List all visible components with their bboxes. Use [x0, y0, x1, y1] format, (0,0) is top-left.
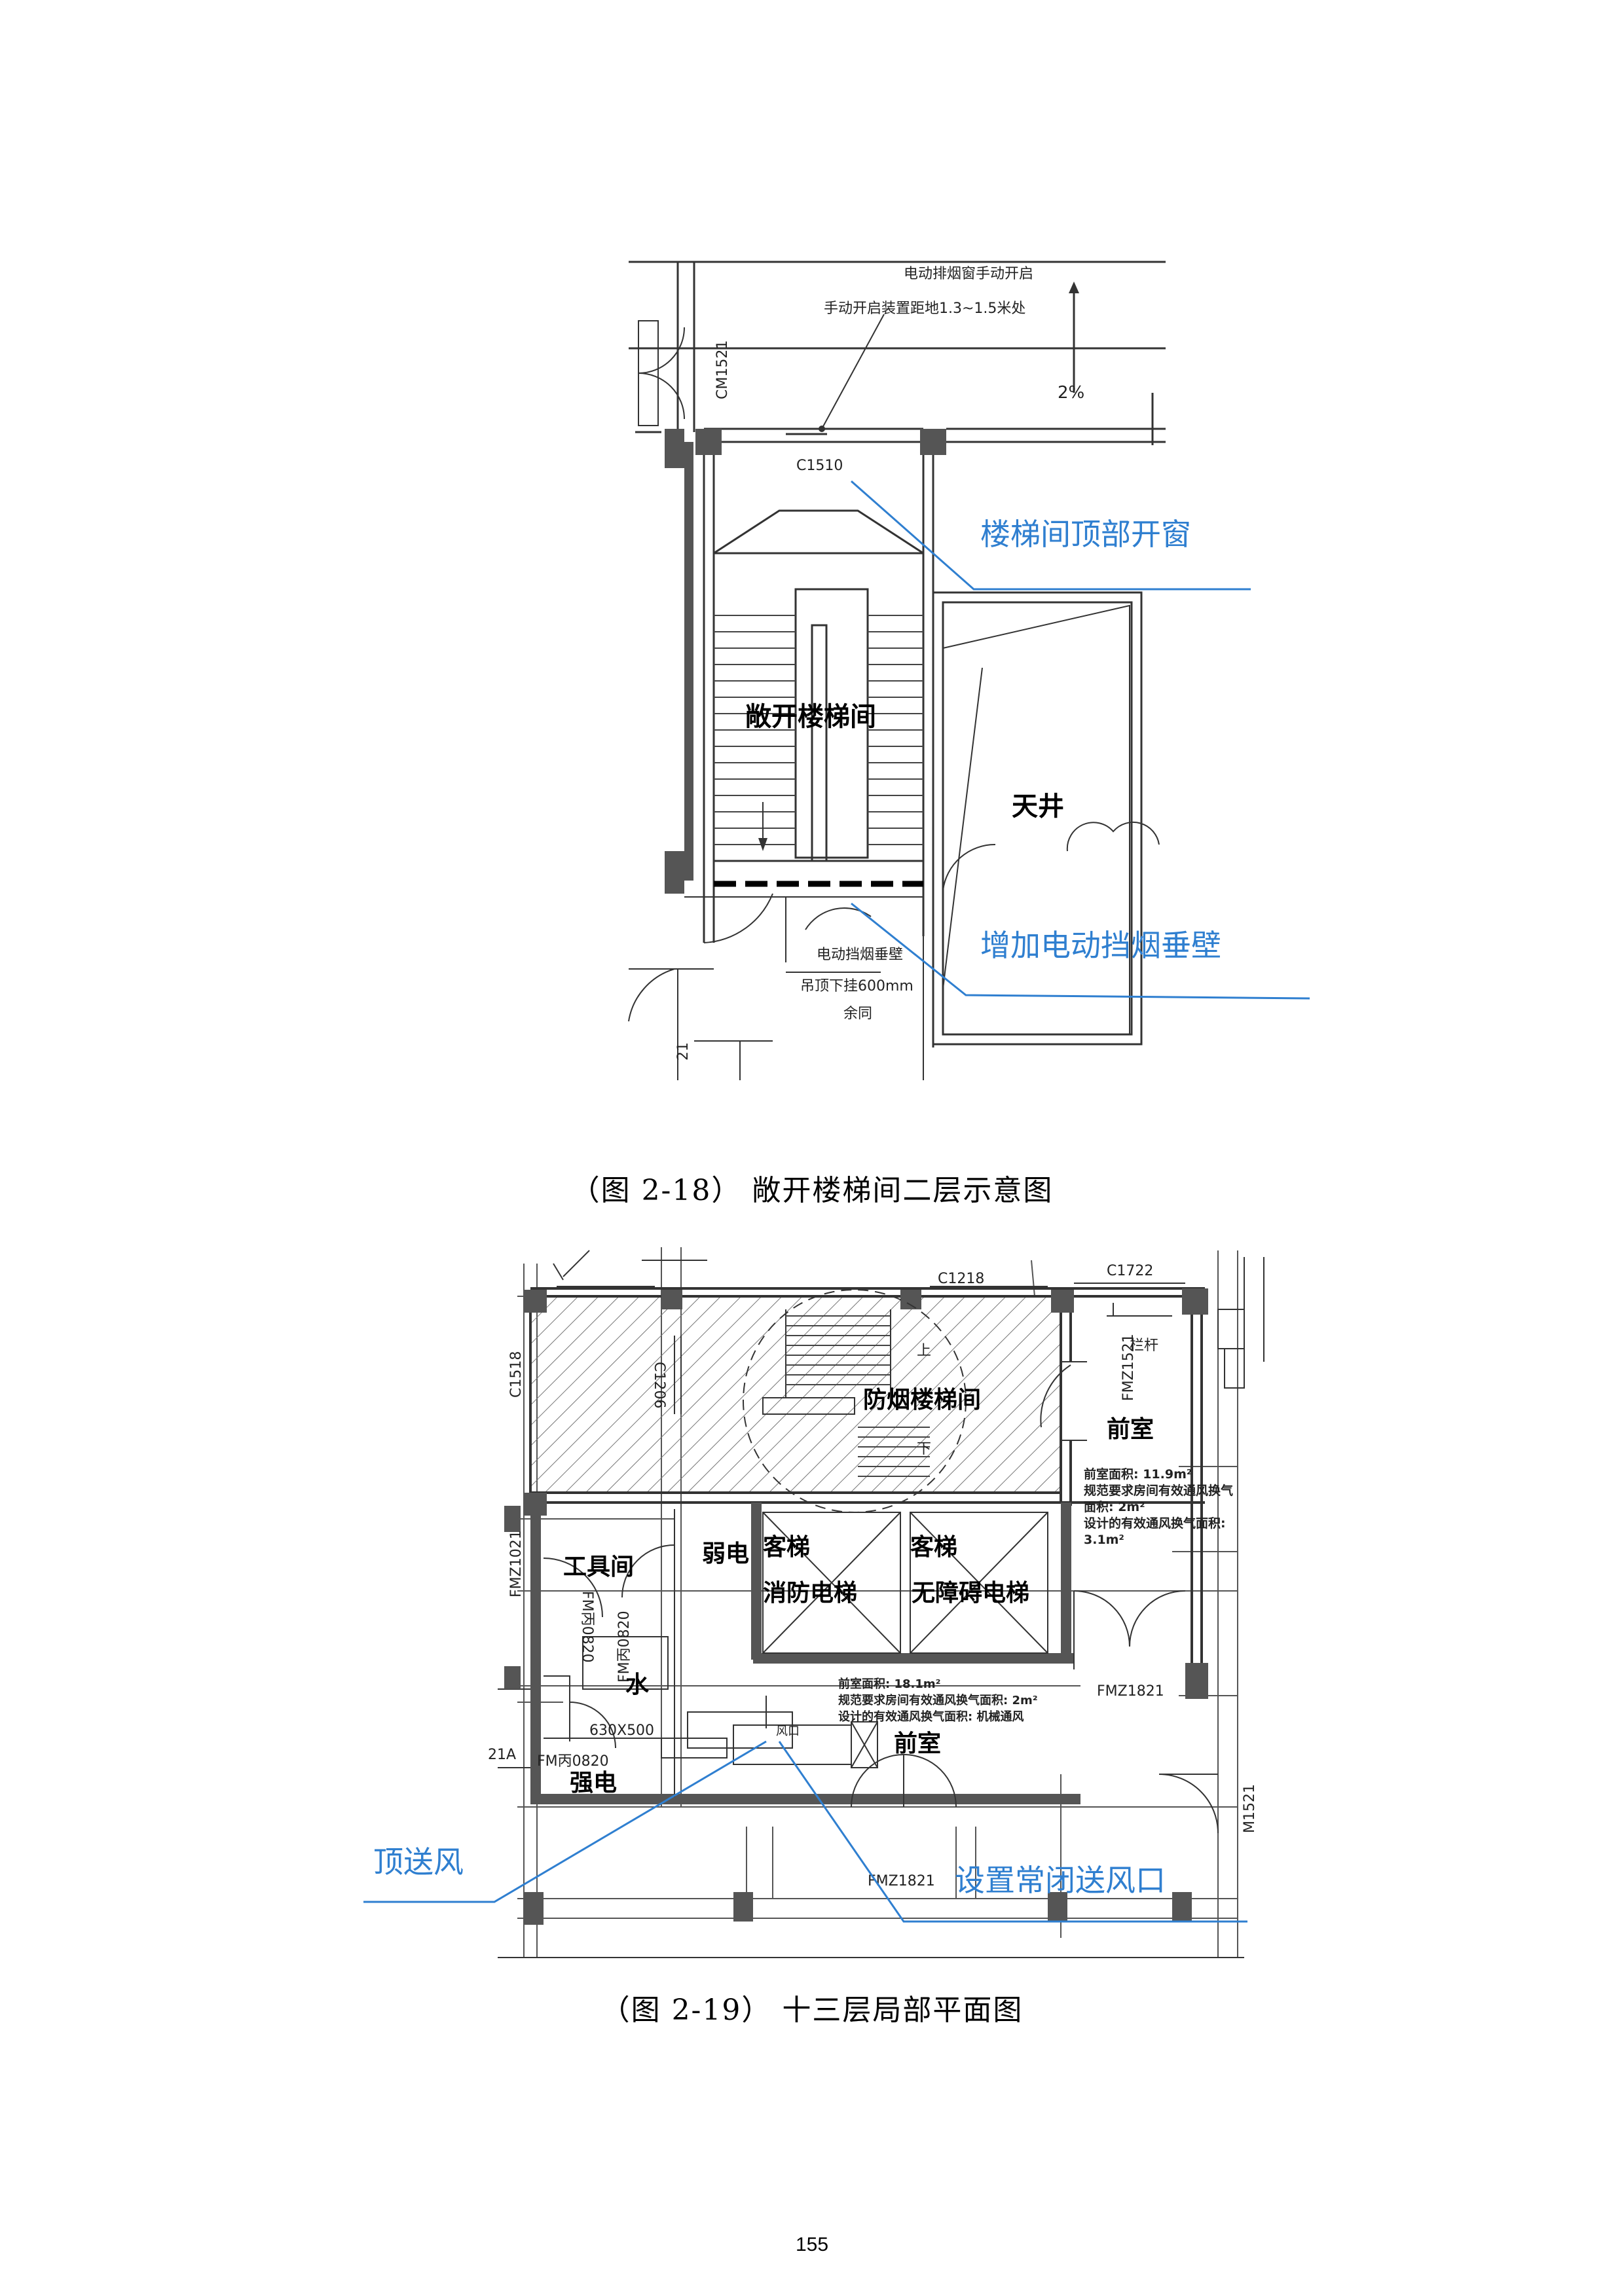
label-c1218: C1218: [938, 1271, 984, 1287]
note-top-window: 楼梯间顶部开窗: [980, 517, 1191, 552]
anteroom-note-5: 3.1m²: [1084, 1533, 1124, 1547]
front-note-3: 设计的有效通风换气面积: 机械通风: [838, 1709, 1024, 1724]
label-fm0820-b: FM丙0820: [616, 1611, 633, 1683]
window-note-1: 电动排烟窗手动开启: [904, 266, 1033, 282]
room-strong: 强电: [570, 1770, 617, 1796]
label-fmz1821-a: FMZ1821: [1097, 1683, 1164, 1700]
note-top-supply: 顶送风: [373, 1844, 464, 1880]
note-smoke-wall: 增加电动挡烟垂壁: [980, 928, 1221, 963]
front-note-1: 前室面积: 18.1m²: [838, 1677, 941, 1691]
room-water: 水: [625, 1671, 650, 1698]
label-fmz1021: FMZ1021: [508, 1530, 525, 1597]
anteroom-note-1: 前室面积: 11.9m²: [1084, 1467, 1192, 1482]
caption-figure-2-19: （图 2-19） 十三层局部平面图: [600, 1994, 1024, 2027]
room-anteroom-1: 前室: [1107, 1416, 1154, 1443]
room-anteroom-2: 前室: [894, 1730, 941, 1757]
label-fm0820-c: FM丙0820: [537, 1753, 609, 1770]
smoke-wall-label-3: 余同: [843, 1006, 872, 1022]
label-21a: 21A: [488, 1747, 516, 1763]
room-tool: 工具间: [563, 1554, 634, 1580]
room-elevator-2a: 客梯: [910, 1534, 957, 1561]
room-smoke-stair: 防烟楼梯间: [863, 1387, 981, 1413]
door-label-cm1521: CM1521: [714, 340, 731, 399]
label-c1722: C1722: [1107, 1263, 1153, 1279]
window-note-2: 手动开启装置距地1.3~1.5米处: [824, 301, 1025, 317]
smoke-wall-label-1: 电动挡烟垂壁: [817, 947, 903, 963]
label-c1518: C1518: [508, 1351, 525, 1398]
label-down: 下: [917, 1441, 931, 1457]
label-m1521: M1521: [1242, 1784, 1258, 1833]
page-number: 155: [795, 2234, 829, 2255]
label-c1206: C1206: [651, 1362, 667, 1408]
edge-mark: 21: [675, 1042, 692, 1061]
label-vent: 风口: [776, 1724, 800, 1738]
room-elevator-1b: 消防电梯: [763, 1580, 857, 1607]
room-elevator-2b: 无障碍电梯: [912, 1580, 1029, 1607]
room-weak: 弱电: [702, 1540, 749, 1567]
label-up: 上: [917, 1343, 931, 1359]
window-label-c1510: C1510: [796, 458, 843, 474]
anteroom-note-3: 面积: 2m²: [1084, 1500, 1145, 1514]
anteroom-note-2: 规范要求房间有效通风换气: [1084, 1483, 1233, 1498]
note-closed-vent: 设置常闭送风口: [955, 1863, 1166, 1898]
smoke-wall-label-2: 吊顶下挂600mm: [800, 978, 913, 994]
label-fmz1521: FMZ1521: [1120, 1334, 1137, 1401]
label-duct: 630X500: [589, 1722, 654, 1739]
room-open-stair: 敞开楼梯间: [745, 702, 876, 732]
label-fm0820-a: FM丙0820: [579, 1591, 595, 1663]
front-note-2: 规范要求房间有效通风换气面积: 2m²: [838, 1693, 1038, 1707]
label-fmz1821-b: FMZ1821: [868, 1873, 935, 1889]
anteroom-note-4: 设计的有效通风换气面积:: [1084, 1516, 1226, 1531]
label-railing: 栏杆: [1130, 1338, 1158, 1354]
floor-plan-2-19: C1218 C1722 C1518 C1206 FMZ1521 栏杆 上 下 防…: [363, 1247, 1264, 1958]
floor-plan-2-18: 电动排烟窗手动开启 手动开启装置距地1.3~1.5米处 CM1521 2%: [628, 261, 1310, 1080]
caption-figure-2-18: （图 2-18） 敞开楼梯间二层示意图: [570, 1174, 1054, 1207]
slope-label: 2%: [1058, 383, 1084, 403]
room-courtyard: 天井: [1012, 792, 1064, 822]
room-elevator-1a: 客梯: [763, 1534, 810, 1561]
